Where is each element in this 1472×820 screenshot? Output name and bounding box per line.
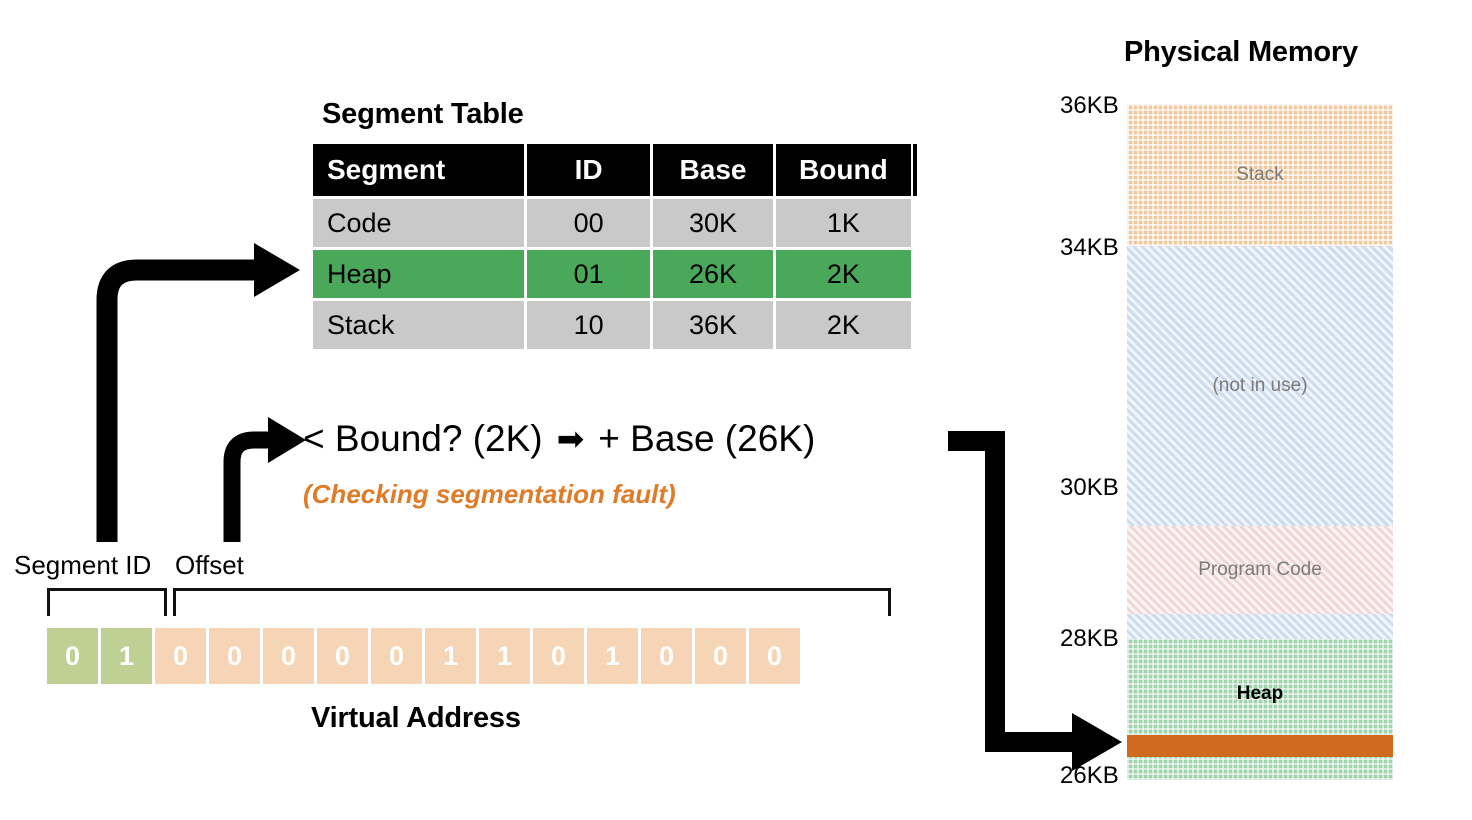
segment-table: Segment ID Base Bound Code 00 30K 1K Hea… [313, 144, 917, 352]
heap-highlight-bar [1127, 735, 1393, 757]
cell-segment: Heap [313, 250, 524, 298]
cell-bound: 2K [775, 250, 911, 298]
cell-base: 30K [653, 199, 773, 247]
memory-tick-36kb: 36KB [1060, 92, 1119, 119]
offset-to-bound-arrow [223, 431, 274, 542]
physical-memory-column: Stack (not in use) Program Code (not in … [1127, 104, 1393, 780]
memory-block-label: (not in use) [1212, 375, 1308, 396]
bit-cell-offset[interactable]: 0 [371, 628, 422, 684]
bit-cell-offset[interactable]: 0 [695, 628, 746, 684]
bit-cell-offset[interactable]: 1 [425, 628, 476, 684]
cell-segment: Stack [313, 301, 524, 349]
memory-block-free-upper[interactable]: (not in use) [1127, 246, 1393, 526]
memory-block-label: Stack [1236, 164, 1284, 185]
segid-to-table-arrow [96, 259, 262, 542]
cell-base: 36K [653, 301, 773, 349]
memory-block-program-code[interactable]: Program Code [1127, 526, 1393, 614]
right-arrow-icon: ➡ [556, 419, 585, 457]
memory-block-heap[interactable]: Heap [1127, 639, 1393, 780]
offset-label: Offset [175, 550, 244, 580]
offset-bracket [173, 588, 891, 616]
cell-id: 00 [526, 199, 651, 247]
translation-expression: < Bound? (2K) ➡ + Base (26K) [303, 418, 815, 460]
segment-id-label: Segment ID [14, 550, 152, 580]
cell-id: 10 [526, 301, 651, 349]
cell-id: 01 [526, 250, 651, 298]
column-header-bound: Bound [775, 144, 911, 196]
table-row[interactable]: Code 00 30K 1K [313, 199, 917, 247]
memory-block-stack[interactable]: Stack [1127, 104, 1393, 246]
table-header-row: Segment ID Base Bound [313, 144, 917, 196]
physical-memory-title: Physical Memory [1124, 36, 1358, 68]
column-header-id: ID [526, 144, 651, 196]
bit-cell-offset[interactable]: 0 [263, 628, 314, 684]
add-base-text: + Base (26K) [598, 418, 816, 459]
virtual-address-bits: 0 1 0 0 0 0 0 1 1 0 1 0 0 0 [47, 628, 800, 684]
memory-tick-28kb: 28KB [1060, 625, 1119, 652]
bit-cell-offset[interactable]: 0 [317, 628, 368, 684]
column-header-base: Base [653, 144, 773, 196]
bit-cell-segid[interactable]: 0 [47, 628, 98, 684]
bit-cell-segid[interactable]: 1 [101, 628, 152, 684]
cell-base: 26K [653, 250, 773, 298]
column-header-segment: Segment [313, 144, 524, 196]
cell-segment: Code [313, 199, 524, 247]
bound-check-text: < Bound? (2K) [303, 418, 543, 459]
bit-cell-offset[interactable]: 1 [587, 628, 638, 684]
table-row-highlighted[interactable]: Heap 01 26K 2K [313, 250, 917, 298]
bit-cell-offset[interactable]: 1 [479, 628, 530, 684]
memory-tick-30kb: 30KB [1060, 474, 1119, 501]
virtual-address-title: Virtual Address [311, 702, 521, 734]
memory-tick-26kb: 26KB [1060, 762, 1119, 789]
bit-cell-offset[interactable]: 0 [155, 628, 206, 684]
bit-cell-offset[interactable]: 0 [749, 628, 800, 684]
memory-tick-34kb: 34KB [1060, 234, 1119, 261]
segment-table-title: Segment Table [322, 98, 524, 130]
memory-block-label: Heap [1236, 682, 1284, 704]
offset-to-bound-arrowhead [268, 417, 306, 463]
bit-cell-offset[interactable]: 0 [209, 628, 260, 684]
segmentation-fault-note: (Checking segmentation fault) [303, 479, 676, 509]
table-row[interactable]: Stack 10 36K 2K [313, 301, 917, 349]
bit-cell-offset[interactable]: 0 [533, 628, 584, 684]
cell-bound: 2K [775, 301, 911, 349]
table-right-edge [913, 144, 917, 196]
bit-cell-offset[interactable]: 0 [641, 628, 692, 684]
base-to-memory-arrow [948, 431, 1078, 752]
memory-block-label: Program Code [1198, 559, 1322, 580]
segid-to-table-arrowhead [254, 243, 300, 297]
segment-id-bracket [47, 588, 167, 616]
cell-bound: 1K [775, 199, 911, 247]
